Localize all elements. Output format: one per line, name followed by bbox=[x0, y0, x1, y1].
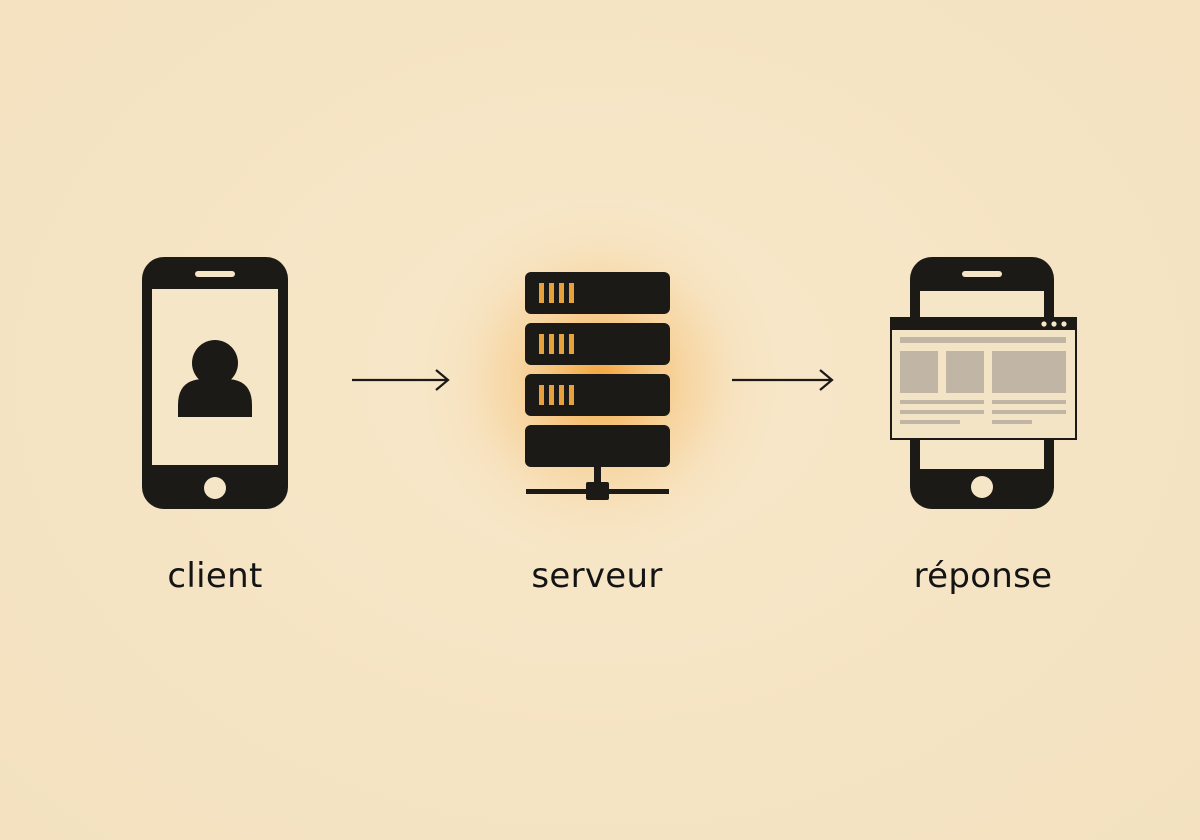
smartphone-user-icon bbox=[142, 257, 288, 509]
smartphone-webpage-icon bbox=[890, 257, 1077, 509]
client-label: client bbox=[167, 556, 263, 596]
server-label: serveur bbox=[531, 556, 663, 596]
arrow-right-icon bbox=[732, 369, 834, 391]
server-rack-icon bbox=[525, 272, 670, 500]
response-label: réponse bbox=[913, 556, 1053, 596]
arrow-right-icon bbox=[352, 369, 450, 391]
